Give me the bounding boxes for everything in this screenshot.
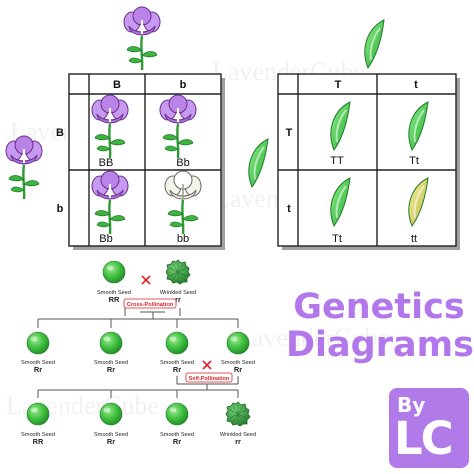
flower-cell-1-label: BB (99, 157, 114, 169)
watermark-text-4: LavenderCube (236, 323, 389, 352)
f2-seed-1-label: Smooth Seed (21, 432, 55, 438)
parent-2-genotype: rr (175, 295, 181, 304)
parent-flower-left-icon (4, 134, 44, 201)
badge-by-text: By (397, 393, 426, 417)
pod-cell-4-label: tt (411, 233, 417, 245)
seed-pedigree: Smooth Seed RR Wrinkled Seed rr Cross-Po… (21, 259, 256, 446)
flower-punnett-square: B b B b BB Bb Bb bb (4, 5, 225, 250)
parent-pod-top-icon (363, 19, 385, 69)
self-x-icon (202, 360, 212, 370)
f2-seed-2-genotype: Rr (107, 437, 115, 446)
f1-seed-1-label: Smooth Seed (21, 360, 55, 366)
f1-seed-4-genotype: Rr (234, 365, 242, 374)
brand-badge: By LC (389, 388, 469, 468)
f2-seed-2-label: Smooth Seed (94, 432, 128, 438)
diagram-title: Genetics Diagrams (286, 287, 474, 365)
flower-col-header-2: b (180, 79, 187, 91)
badge-logo-text: LC (394, 412, 454, 465)
pod-cell-2-label: Tt (409, 155, 419, 167)
parent-2-label: Wrinkled Seed (160, 290, 196, 296)
f1-seed-3-genotype: Rr (173, 365, 181, 374)
f2-seed-3-icon (165, 402, 189, 426)
title-line-1: Genetics (293, 287, 465, 327)
f1-seed-4-label: Smooth Seed (221, 360, 255, 366)
parent-1-genotype: RR (109, 295, 120, 304)
pod-square-frame (277, 73, 457, 247)
f2-seed-3-genotype: Rr (173, 437, 181, 446)
cross-x-icon (141, 275, 151, 285)
cross-pollination-badge (123, 298, 177, 309)
f2-seed-4-genotype: rr (235, 437, 241, 446)
flower-col-header-1: B (113, 79, 121, 91)
flower-row-header-2: b (57, 203, 64, 215)
pedigree-lines (37, 308, 239, 398)
pod-row-header-2: t (287, 203, 291, 215)
parent-smooth-seed-icon (102, 260, 126, 284)
pod-col-header-1: T (335, 79, 342, 91)
f1-seed-2-label: Smooth Seed (94, 360, 128, 366)
f2-seed-2-icon (99, 402, 123, 426)
pod-punnett-square: T t T t TT Tt Tt tt (247, 19, 460, 250)
pod-cell-3-label: Tt (332, 233, 342, 245)
pod-col-header-2: t (414, 79, 418, 91)
title-line-2: Diagrams (286, 325, 474, 365)
flower-cell-2-label: Bb (176, 157, 189, 169)
flower-cell-4-label: bb (177, 233, 189, 245)
f1-seed-1-icon (26, 331, 50, 355)
cross-pollination-label: Cross-Pollination (127, 302, 174, 308)
f1-seed-3-icon (165, 331, 189, 355)
f2-seed-3-label: Smooth Seed (160, 432, 194, 438)
f1-seed-1-genotype: Rr (34, 365, 42, 374)
f2-seed-4-label: Wrinkled Seed (220, 432, 256, 438)
parent-flower-top-icon (122, 5, 162, 72)
f1-seed-3-label: Smooth Seed (160, 360, 194, 366)
pod-row-header-1: T (286, 127, 293, 139)
parent-1-label: Smooth Seed (97, 290, 131, 296)
flower-row-header-1: B (56, 127, 64, 139)
f2-seed-1-icon (26, 402, 50, 426)
f1-seed-2-genotype: Rr (107, 365, 115, 374)
flower-cell-3-label: Bb (99, 233, 112, 245)
f2-wrinkled-seed-icon (225, 401, 251, 427)
self-pollination-badge (185, 372, 233, 383)
f1-seed-2-icon (99, 331, 123, 355)
pod-cell-1-label: TT (330, 155, 344, 167)
parent-pod-left-icon (247, 138, 269, 188)
self-pollination-label: Self-Pollination (189, 376, 230, 382)
parent-wrinkled-seed-icon (165, 259, 191, 285)
f2-seed-1-genotype: RR (33, 437, 44, 446)
f1-seed-4-icon (226, 331, 250, 355)
